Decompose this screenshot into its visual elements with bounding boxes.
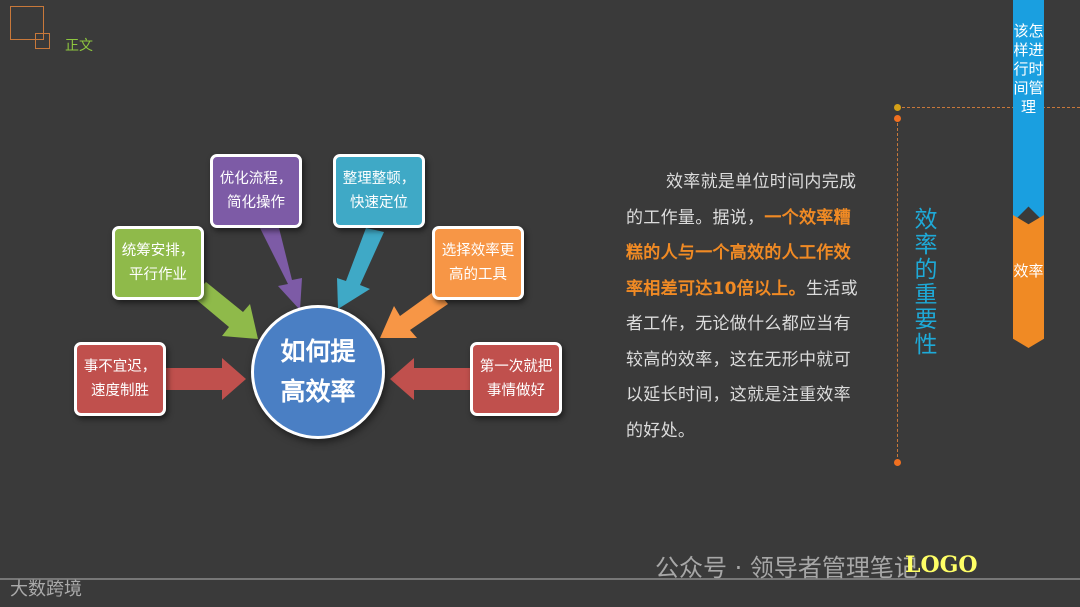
side-title: 效率的重要性 (914, 207, 938, 358)
arrow-green (192, 282, 258, 339)
logo: LOGO (905, 552, 978, 578)
node-organize: 整理整顿，快速定位 (333, 154, 425, 228)
node-tools: 选择效率更高的工具 (432, 226, 524, 300)
center-line-2: 高效率 (280, 377, 356, 406)
dashed-divider-v (897, 118, 898, 462)
node-speed: 事不宜迟，速度制胜 (74, 342, 166, 416)
chapter-ribbon (1013, 0, 1044, 222)
decor-square (10, 6, 44, 40)
dashed-divider-h (897, 107, 1080, 108)
current-ribbon-text: 效率 (1013, 262, 1044, 280)
paragraph-text-1: 效率就是单位时间内完成的工作量。据说， (626, 172, 857, 228)
dot (894, 459, 901, 466)
wechat-watermark: 公众号 · 领导者管理笔记 (655, 554, 918, 582)
arrow-teal (337, 228, 384, 309)
brand-watermark: 大数跨境 (10, 579, 82, 600)
dot (894, 115, 901, 122)
current-ribbon (1013, 215, 1044, 348)
body-paragraph: 效率就是单位时间内完成的工作量。据说，一个效率糟糕的人与一个高效的人工作效率相差… (626, 165, 858, 449)
node-optimize: 优化流程，简化操作 (210, 154, 302, 228)
arrow-right (390, 358, 470, 400)
footer-divider (0, 578, 1080, 580)
node-parallel: 统筹安排，平行作业 (112, 226, 204, 300)
node-first-time: 第一次就把事情做好 (470, 342, 562, 416)
arrow-purple (260, 224, 302, 310)
decor-square-small (35, 33, 50, 49)
arrow-left (166, 358, 246, 400)
paragraph-text-2: 生活或者工作，无论做什么都应当有较高的效率，这在无形中就可以延长时间，这就是注重… (626, 278, 858, 441)
center-node: 如何提高效率 (251, 305, 385, 439)
dot (894, 104, 901, 111)
chapter-ribbon-text: 该怎样进行时间管理 (1013, 22, 1044, 116)
section-label: 正文 (65, 38, 93, 54)
paragraph-highlight: 一个效率糟糕的人与一个高效的人工作效率相差可达10倍以上。 (626, 207, 851, 299)
center-line-1: 如何提 (280, 337, 356, 366)
arrow-orange (380, 290, 448, 338)
